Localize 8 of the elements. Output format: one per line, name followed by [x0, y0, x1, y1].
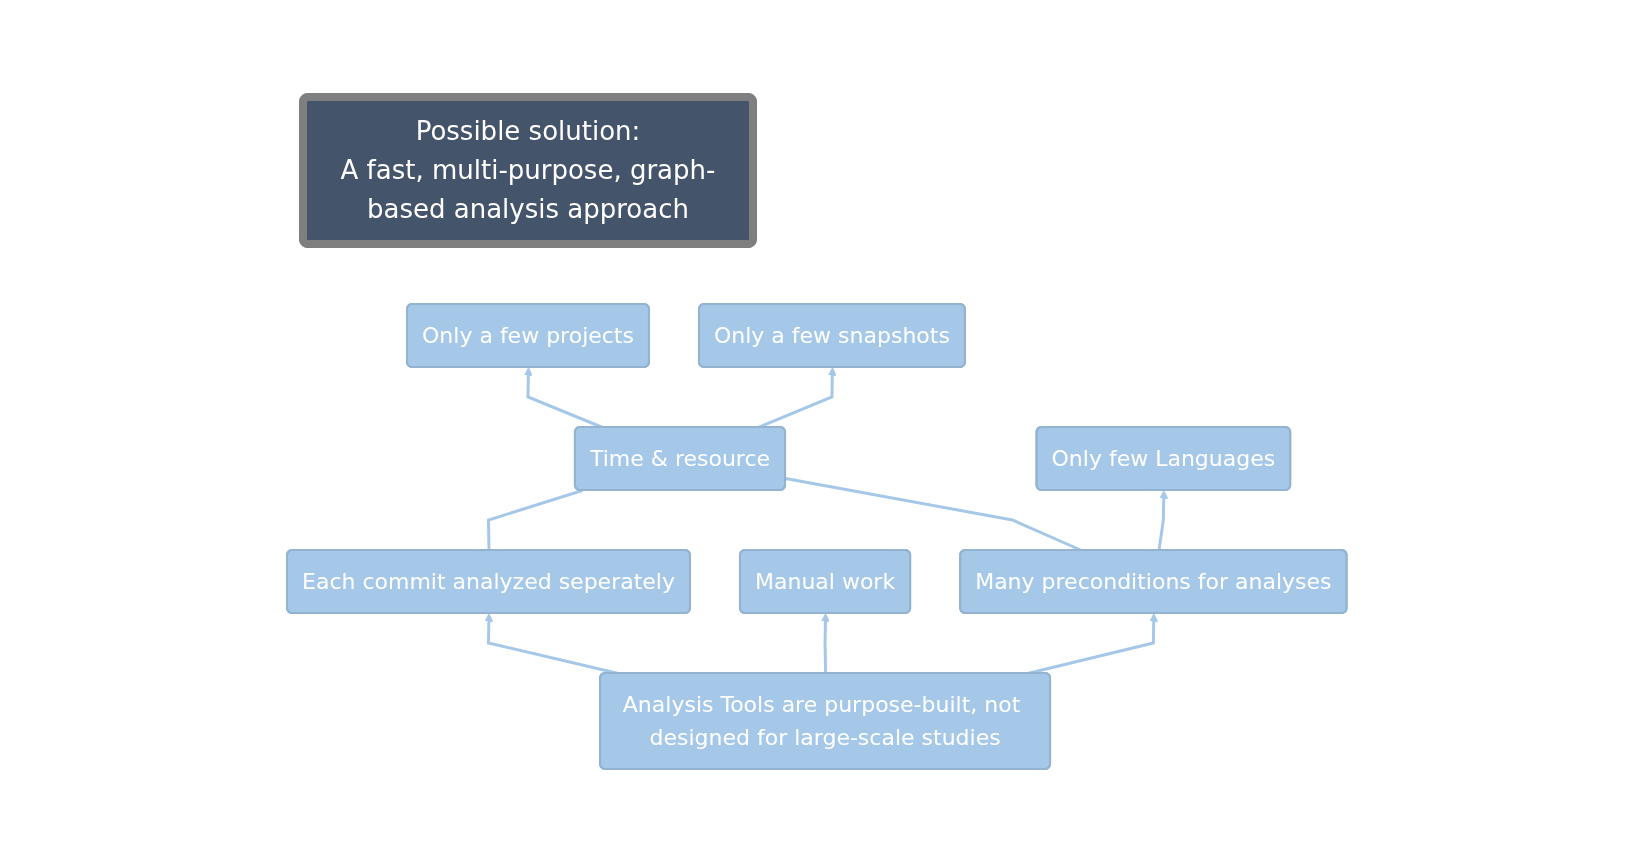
connector — [487, 489, 584, 551]
arrow — [484, 613, 619, 675]
arrow — [1027, 613, 1159, 675]
arrow — [1157, 490, 1169, 551]
arrow — [821, 613, 831, 674]
connector — [785, 476, 1083, 552]
arrow — [757, 367, 837, 429]
arrow — [524, 367, 604, 429]
